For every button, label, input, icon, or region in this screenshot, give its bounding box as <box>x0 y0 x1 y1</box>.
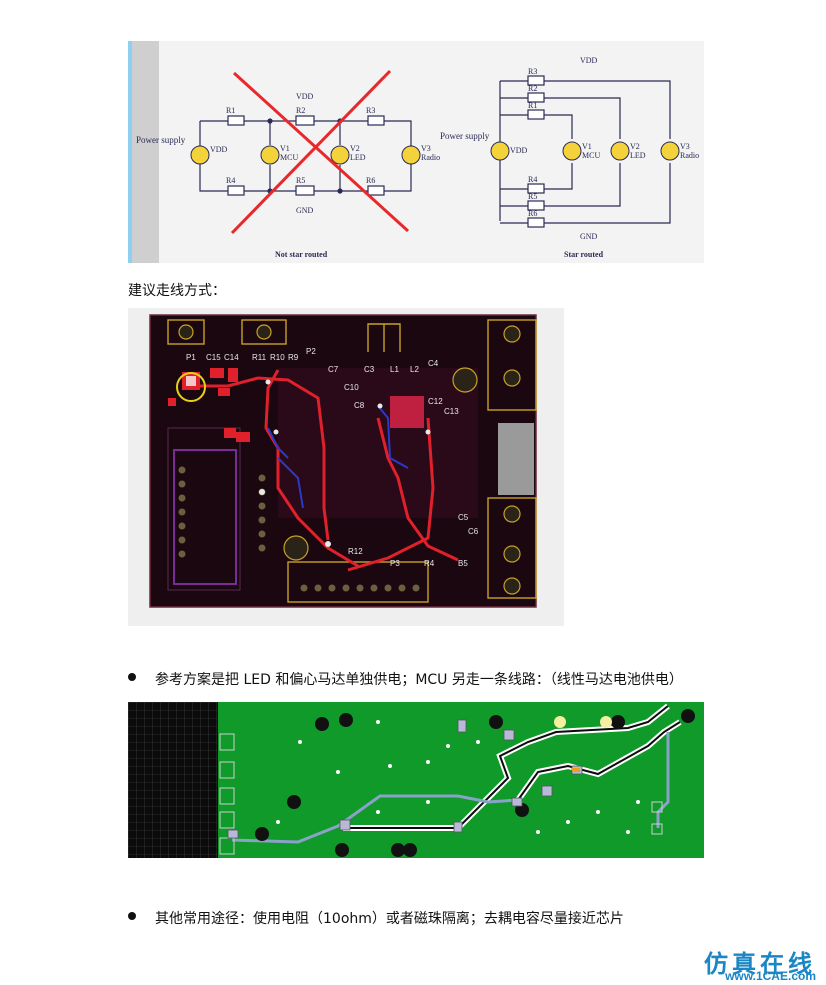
pcb-label-p1: P1 <box>186 353 196 362</box>
board-signal-trace <box>231 732 670 844</box>
right-r2: R2 <box>528 84 537 93</box>
suggest-routing-heading: 建议走线方式： <box>128 283 226 299</box>
pcb-chip <box>390 396 424 428</box>
pcb-svg: P1 C15 C14 R11 R10 R9 P2 C7 C10 C3 L1 L2… <box>149 314 537 608</box>
pcb-blue-traces <box>267 405 409 509</box>
left-r6: R6 <box>366 176 375 185</box>
pcb-label-c6: C6 <box>468 527 479 536</box>
left-r5: R5 <box>296 176 305 185</box>
board-svg <box>128 702 704 858</box>
left-gnd-label: GND <box>296 206 314 215</box>
pcb-outlines <box>167 319 537 603</box>
pcb-label-c13: C13 <box>444 407 459 416</box>
pcb-label-c5: C5 <box>458 513 469 522</box>
left-r3: R3 <box>366 106 375 115</box>
pcb-module-outline <box>173 449 237 585</box>
pcb-label-r4: R4 <box>424 559 435 568</box>
pcb-label-c3: C3 <box>364 365 375 374</box>
schematic-svg: Power supply VDD VDD GND R1 R2 R3 R4 R5 … <box>136 56 699 259</box>
left-v3-sub: Radio <box>421 153 440 162</box>
left-v2: V2 <box>350 144 360 153</box>
board-orange-part <box>572 768 580 772</box>
right-r5: R5 <box>528 192 537 201</box>
pcb-silkscreen: P1 C15 C14 R11 R10 R9 P2 C7 C10 C3 L1 L2… <box>186 347 479 568</box>
pcb-label-b5: B5 <box>458 559 468 568</box>
figure-gray-bar <box>132 41 159 263</box>
pcb-label-r11: R11 <box>252 353 267 362</box>
right-v2: V2 <box>630 142 640 151</box>
right-r4: R4 <box>528 175 537 184</box>
ground-plane-figure <box>128 702 704 858</box>
right-r1: R1 <box>528 101 537 110</box>
pcb-highlight-circle <box>176 372 206 402</box>
pcb-pads <box>178 324 521 595</box>
right-gnd-label: GND <box>580 232 598 241</box>
red-cross-mark <box>230 69 410 235</box>
pcb-label-c12: C12 <box>428 397 443 406</box>
board-vias <box>276 720 640 834</box>
pcb-highlight-pad <box>186 376 196 386</box>
pcb-label-c14: C14 <box>224 353 239 362</box>
pcb-label-c8: C8 <box>354 401 365 410</box>
pcb-label-l1: L1 <box>390 365 399 374</box>
left-v3: V3 <box>421 144 431 153</box>
bullet-dot <box>128 673 136 681</box>
pcb-label-p2: P2 <box>306 347 316 356</box>
left-source-label: VDD <box>210 145 228 154</box>
pcb-vias <box>259 379 431 547</box>
pcb-label-r10: R10 <box>270 353 285 362</box>
pcb-label-c4: C4 <box>428 359 439 368</box>
left-sources <box>190 145 421 165</box>
right-r6: R6 <box>528 209 537 218</box>
watermark-url: www.1CAE.com <box>725 969 816 983</box>
right-source-label: VDD <box>510 146 528 155</box>
right-v3-sub: Radio <box>680 151 699 160</box>
left-v2-sub: LED <box>350 153 366 162</box>
left-r4: R4 <box>226 176 235 185</box>
left-v1-sub: MCU <box>280 153 298 162</box>
left-r1: R1 <box>226 106 235 115</box>
left-r2: R2 <box>296 106 305 115</box>
pcb-layout-figure: P1 C15 C14 R11 R10 R9 P2 C7 C10 C3 L1 L2… <box>128 308 564 626</box>
right-sources <box>490 141 680 161</box>
pcb-label-c15: C15 <box>206 353 221 362</box>
left-vdd-label: VDD <box>296 92 314 101</box>
left-power-supply-label: Power supply <box>136 135 186 145</box>
schematic-figure: Power supply VDD VDD GND R1 R2 R3 R4 R5 … <box>128 41 704 263</box>
pcb-label-p3: P3 <box>390 559 400 568</box>
bullet-text-1: 参考方案是把 LED 和偏心马达单独供电；MCU 另走一条线路：（线性马达电池供… <box>155 672 683 688</box>
right-caption: Star routed <box>564 250 604 259</box>
pcb-red-traces <box>190 369 459 572</box>
right-v1: V1 <box>582 142 592 151</box>
pcb-label-r9: R9 <box>288 353 299 362</box>
board-mounting-holes <box>255 709 695 857</box>
right-power-supply-label: Power supply <box>440 131 490 141</box>
bullet-text-2: 其他常用途径：使用电阻（10ohm）或者磁珠隔离；去耦电容尽量接近芯片 <box>155 911 624 927</box>
right-r3: R3 <box>528 67 537 76</box>
bullet-dot <box>128 912 136 920</box>
right-v1-sub: MCU <box>582 151 600 160</box>
pcb-label-r12: R12 <box>348 547 363 556</box>
pcb-label-c10: C10 <box>344 383 359 392</box>
left-v1: V1 <box>280 144 290 153</box>
right-v3: V3 <box>680 142 690 151</box>
right-vdd-label: VDD <box>580 56 598 65</box>
left-caption: Not star routed <box>275 250 328 259</box>
right-schematic <box>499 75 671 228</box>
pcb-label-l2: L2 <box>410 365 419 374</box>
pcb-connector <box>498 423 534 495</box>
pcb-label-c7: C7 <box>328 365 339 374</box>
right-v2-sub: LED <box>630 151 646 160</box>
figure-left-stripe <box>128 41 132 263</box>
board-hole-rings <box>554 716 612 728</box>
board-edge-pads <box>219 733 663 855</box>
watermark-title: 仿真在线 <box>704 949 816 978</box>
